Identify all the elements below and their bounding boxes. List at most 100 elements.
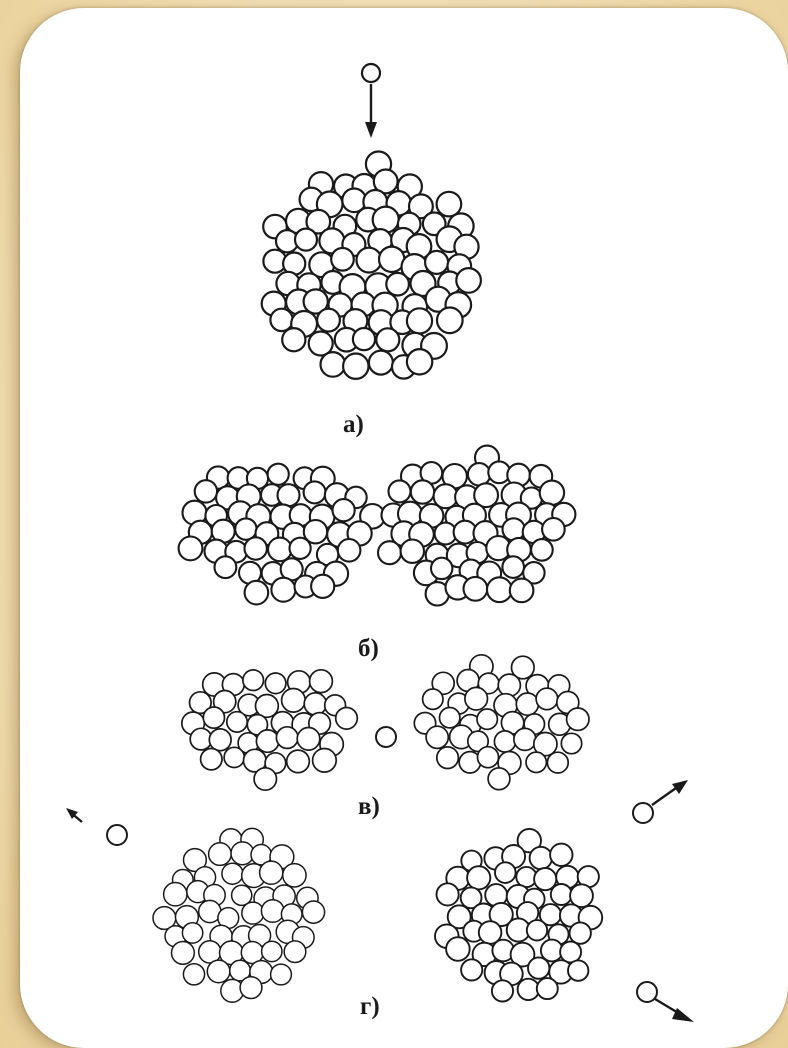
nucleon [271,964,292,985]
nucleon [487,577,512,602]
nucleon [527,920,547,940]
nucleon [310,670,333,693]
nucleon [437,192,462,217]
nucleon [227,712,247,732]
nucleon [261,900,284,923]
nucleon [224,747,244,767]
nucleon [570,922,591,943]
nucleon [282,328,305,351]
nucleon [284,941,306,963]
nucleon [376,328,399,351]
nucleon [423,689,443,709]
nucleon [245,581,269,605]
deformed-nucleus-left-lobe [179,464,385,605]
nucleon [245,537,267,559]
fission-fragment-right [435,829,602,1002]
nuclear-fission-diagram [20,8,788,1048]
nucleon [536,688,558,710]
nucleon [464,577,488,601]
nucleon [268,538,292,562]
nucleon [311,575,334,598]
stage-a-group [262,64,481,379]
nucleon [547,752,568,773]
nucleon [378,541,401,564]
nucleon [461,959,482,980]
nucleon [203,707,224,728]
nucleon [531,539,553,561]
nucleon [518,979,539,1000]
nucleon [389,480,411,502]
nucleon [172,942,195,965]
nucleon [282,689,306,713]
spherical-nucleus [262,152,481,379]
nucleon [478,747,499,768]
figure-panel: а) б) в) г) [20,8,788,1048]
nucleon [426,726,448,748]
nucleon [195,480,217,502]
nucleon [495,862,516,883]
emitted-neutron-lower-right [637,982,694,1022]
emitted-neutron-upper-right [633,780,688,823]
nucleon [276,727,298,749]
nucleon [411,480,434,503]
nucleon [440,708,460,728]
incoming-arrow [365,84,377,138]
nucleon [437,308,463,334]
nucleon [477,709,497,729]
nucleon [514,728,536,750]
nucleon [265,673,286,694]
nucleon [568,960,588,980]
nucleon [304,693,326,715]
nucleon [254,768,276,790]
nucleon [516,693,538,715]
stage-label-b: б) [358,636,379,661]
nucleon [179,537,203,561]
nucleon [215,556,237,578]
nucleon [401,540,424,563]
nucleon [242,902,264,924]
nucleon [468,463,490,485]
nucleon [338,539,361,562]
nucleon [183,964,204,985]
nucleon [465,687,488,710]
nucleon [550,844,572,866]
nucleon [290,538,311,559]
nucleon [207,960,230,983]
nucleon [357,248,382,273]
nucleon [530,847,552,869]
nucleon [456,268,481,293]
incoming-neutron [362,64,380,82]
nucleon [488,768,510,790]
nucleon [498,674,520,696]
nucleon [467,866,490,889]
nucleon [343,354,368,379]
nucleon [260,861,283,884]
nucleon [437,883,459,905]
nucleon [386,273,409,296]
nucleon [209,729,231,751]
nucleon [551,884,572,905]
nucleon [510,579,534,603]
nucleon [446,937,470,961]
nucleon [321,352,346,377]
stage-label-a: а) [343,412,364,437]
fission-fragment-left [153,828,325,1002]
nucleon [317,309,340,332]
nucleon [542,518,565,541]
nucleon [243,670,264,691]
nucleon [256,730,278,752]
nucleon [528,957,549,978]
nucleon [407,308,432,333]
nucleon [302,901,324,923]
stage-b-group [179,446,576,606]
nucleon [297,728,320,751]
nucleon [201,749,222,770]
nucleon [333,499,355,521]
nucleon [407,349,432,374]
deformed-nucleus-right-lobe [378,446,575,606]
nucleon [540,481,564,505]
nucleon [437,747,459,769]
nucleon [262,941,282,961]
nucleon [209,843,232,866]
